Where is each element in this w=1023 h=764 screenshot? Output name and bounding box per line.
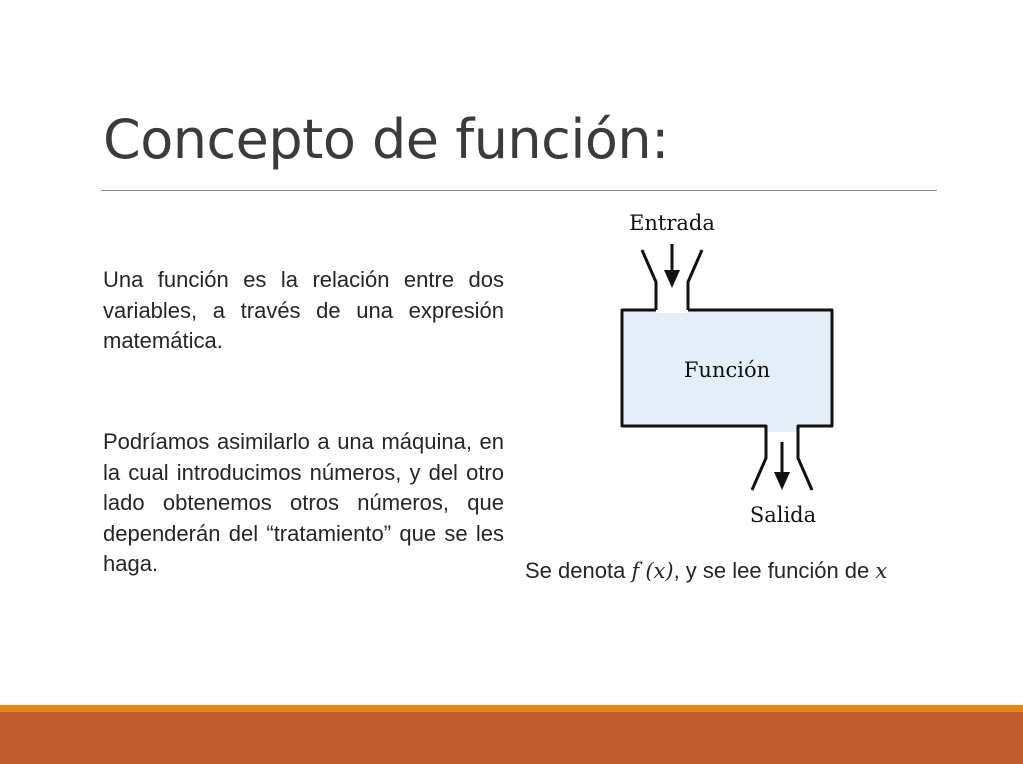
analogy-paragraph: Podríamos asimilarlo a una máquina, en l… [103,429,504,576]
function-box [620,308,834,452]
output-arrow-head [774,472,790,490]
input-funnel-left [640,249,658,310]
input-funnel-right [686,249,704,310]
function-box-label: Función [684,358,770,382]
function-machine-diagram: Entrada Función Salida [620,211,834,527]
output-funnel-right [796,452,814,491]
output-opening [767,423,797,432]
input-opening [657,304,687,313]
caption-suffix: , y se lee función de [673,558,876,583]
output-funnel-left [750,452,768,491]
variable-symbol: x [875,559,888,583]
output-label: Salida [750,503,816,527]
function-argument: (x) [645,559,674,583]
input-arrow-head [664,270,680,288]
footer-accent-band [0,705,1023,712]
footer-band [0,712,1023,764]
input-label: Entrada [629,211,715,235]
caption-prefix: Se denota [525,558,632,583]
function-symbol: f [631,559,640,583]
slide-title: Concepto de función: [103,108,669,171]
title-divider [101,190,937,191]
definition-paragraph: Una función es la relación entre dos var… [103,267,504,353]
notation-caption: Se denota f (x), y se lee función de x [525,556,945,587]
function-box-fill [623,311,831,425]
